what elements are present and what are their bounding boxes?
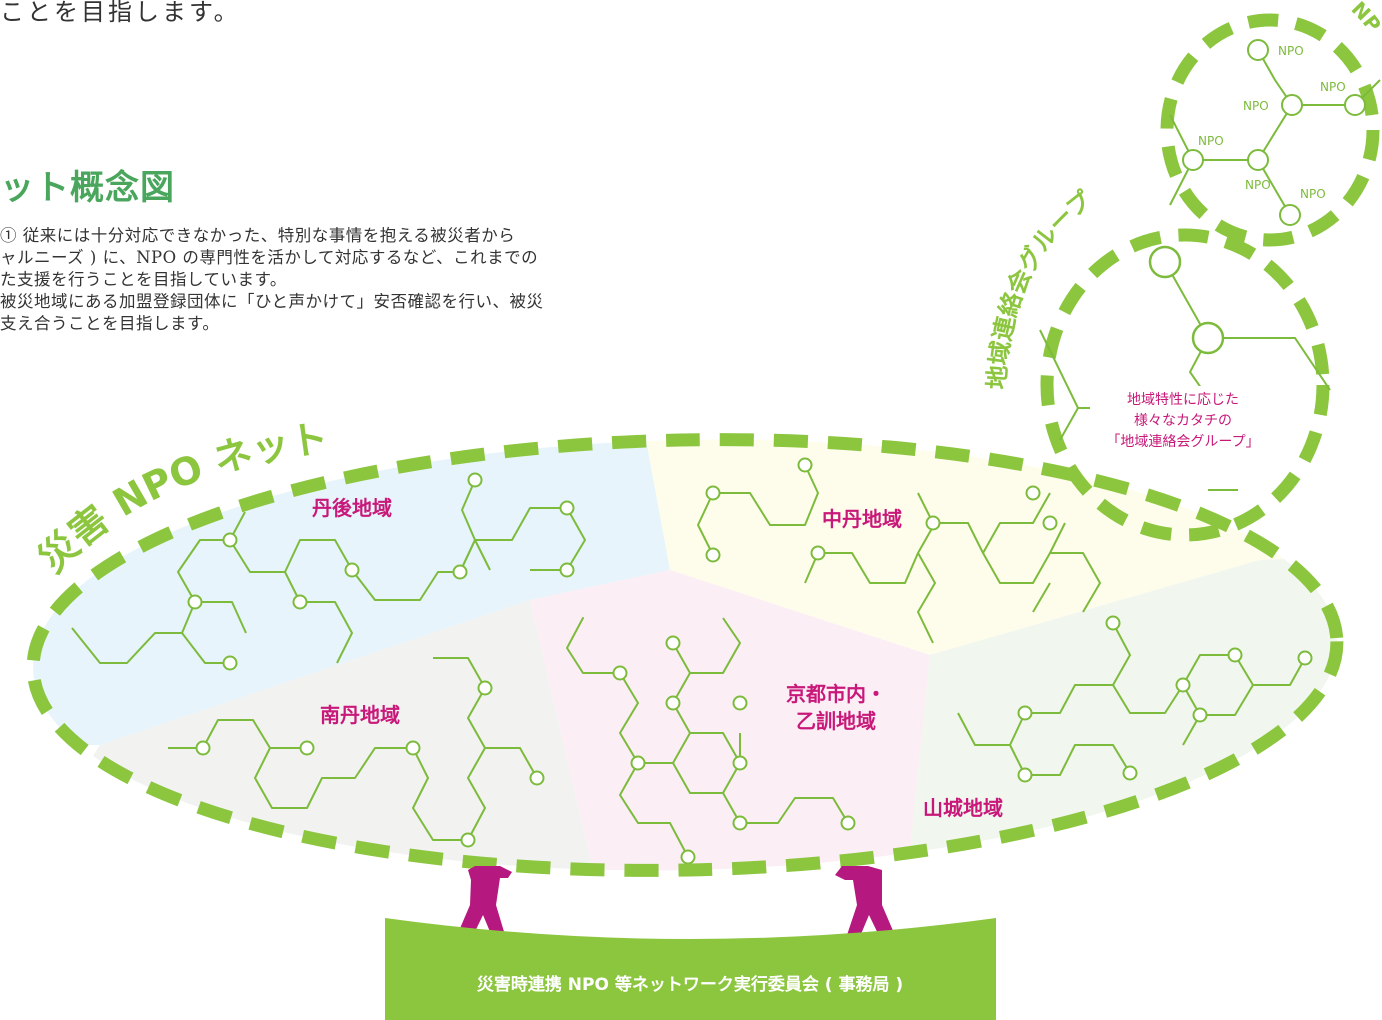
npo-cluster-label: NP bbox=[1347, 0, 1382, 37]
paragraph-line: ① 従来には十分対応できなかった、特別な事情を抱える被災者から bbox=[0, 226, 516, 245]
network-node bbox=[1122, 765, 1138, 781]
network-node bbox=[680, 849, 696, 865]
npo-node-label: NPO bbox=[1300, 187, 1326, 201]
regional-group-boundary bbox=[1040, 228, 1330, 542]
group-note-line: 「地域連絡会グループ」 bbox=[1106, 434, 1259, 450]
npo-node-label: NPO bbox=[1198, 134, 1224, 148]
network-node bbox=[1025, 485, 1041, 501]
network-node bbox=[1105, 615, 1121, 631]
network-node bbox=[460, 832, 476, 848]
region-bg-kyoto bbox=[530, 570, 930, 884]
npo-cluster: NPO NPO NPO NPO NPO NPO NP bbox=[1160, 0, 1382, 247]
network-node bbox=[797, 457, 813, 473]
region-label-kyoto-line1: 京都市内・ bbox=[786, 682, 886, 706]
network-node bbox=[187, 594, 203, 610]
network-node bbox=[1017, 705, 1033, 721]
network-node bbox=[665, 635, 681, 651]
footer-label: 災害時連携 NPO 等ネットワーク実行委員会 ( 事務局 ) bbox=[477, 974, 903, 995]
body-paragraph: ① 従来には十分対応できなかった、特別な事情を抱える被災者から ャルニーズ ) … bbox=[0, 225, 544, 335]
region-label-kyoto-line2: 乙訓地域 bbox=[796, 709, 876, 733]
network-node bbox=[1227, 647, 1243, 663]
npo-node bbox=[1247, 149, 1269, 171]
group-note-line: 地域特性に応じた bbox=[1127, 392, 1239, 408]
paragraph-line: た支援を行うことを目指しています。 bbox=[0, 270, 287, 289]
network-node bbox=[665, 695, 681, 711]
network-lines bbox=[71, 464, 1306, 858]
network-node bbox=[195, 740, 211, 756]
network-node bbox=[344, 562, 360, 578]
region-label-tango: 丹後地域 bbox=[312, 496, 392, 520]
network-node bbox=[477, 680, 493, 696]
person-icon bbox=[455, 866, 512, 946]
npo-node-label: NPO bbox=[1320, 80, 1346, 94]
network-node bbox=[1042, 515, 1058, 531]
network-node bbox=[222, 532, 238, 548]
region-label-yamashiro: 山城地域 bbox=[923, 796, 1003, 820]
paragraph-line: ャルニーズ ) に、NPO の専門性を活かして対応するなど、これまでの bbox=[0, 248, 539, 267]
footer-base bbox=[385, 918, 996, 1020]
network-node bbox=[452, 564, 468, 580]
top-text-fragment: ことを目指します。 bbox=[0, 0, 241, 26]
network-node bbox=[559, 562, 575, 578]
network-node bbox=[732, 815, 748, 831]
network-node bbox=[1175, 677, 1191, 693]
network-node bbox=[840, 815, 856, 831]
npo-node bbox=[1279, 204, 1301, 226]
npo-node bbox=[1281, 94, 1303, 116]
region-label-nantan: 南丹地域 bbox=[320, 703, 400, 727]
network-node bbox=[1192, 707, 1208, 723]
npo-node-label: NPO bbox=[1278, 44, 1304, 58]
group-note-line: 様々なカタチの bbox=[1134, 413, 1232, 429]
network-node bbox=[810, 545, 826, 561]
npo-node bbox=[1247, 39, 1269, 61]
person-icon bbox=[835, 866, 897, 946]
group-node bbox=[1148, 245, 1182, 279]
network-nodes bbox=[187, 457, 1313, 865]
network-node bbox=[299, 740, 315, 756]
network-node bbox=[222, 655, 238, 671]
npo-node-label: NPO bbox=[1243, 99, 1269, 113]
network-node bbox=[630, 755, 646, 771]
npo-cluster-boundary bbox=[1160, 13, 1380, 247]
network-node bbox=[925, 515, 941, 531]
network-node bbox=[705, 485, 721, 501]
npo-node bbox=[1182, 149, 1204, 171]
main-network-boundary bbox=[26, 433, 1344, 877]
network-node bbox=[732, 755, 748, 771]
network-node bbox=[1297, 650, 1313, 666]
npo-node-label: NPO bbox=[1245, 178, 1271, 192]
npo-node bbox=[1344, 94, 1366, 116]
network-node bbox=[705, 547, 721, 563]
paragraph-line: 支え合うことを目指します。 bbox=[0, 314, 220, 333]
paragraph-line: 被災地域にある加盟登録団体に「ひと声かけて」安否確認を行い、被災 bbox=[0, 292, 544, 311]
network-node bbox=[405, 740, 421, 756]
group-note-backdrop bbox=[1090, 386, 1280, 456]
network-node bbox=[467, 472, 483, 488]
network-node bbox=[1017, 767, 1033, 783]
section-title: ット概念図 bbox=[0, 168, 175, 208]
network-node bbox=[559, 500, 575, 516]
network-node bbox=[529, 770, 545, 786]
network-node bbox=[732, 695, 748, 711]
network-node bbox=[292, 594, 308, 610]
region-label-chutan: 中丹地域 bbox=[822, 507, 902, 531]
group-node bbox=[1191, 321, 1225, 355]
network-node bbox=[612, 665, 628, 681]
regional-group-network: 地域特性に応じた 様々なカタチの 「地域連絡会グループ」 bbox=[1039, 228, 1331, 542]
